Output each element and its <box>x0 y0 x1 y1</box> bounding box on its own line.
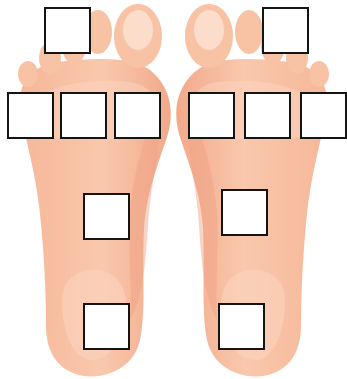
marker-left-arch[interactable] <box>84 194 129 239</box>
right-big-toe-pad <box>194 10 224 50</box>
marker-right-heel[interactable] <box>219 304 264 349</box>
right-little-toe <box>309 61 329 87</box>
right-second-toe <box>235 10 263 54</box>
marker-right-ball-middle[interactable] <box>245 93 290 138</box>
marker-left-ball-middle[interactable] <box>61 93 106 138</box>
marker-left-heel[interactable] <box>84 304 129 349</box>
marker-left-ball-outer[interactable] <box>8 93 53 138</box>
marker-right-arch[interactable] <box>222 190 267 235</box>
marker-right-big-toe[interactable] <box>263 8 308 53</box>
marker-left-ball-inner[interactable] <box>115 93 160 138</box>
left-little-toe <box>18 61 38 87</box>
left-big-toe-pad <box>123 10 153 50</box>
marker-right-ball-inner[interactable] <box>189 93 234 138</box>
marker-right-ball-outer[interactable] <box>301 93 346 138</box>
marker-left-big-toe[interactable] <box>45 8 90 53</box>
